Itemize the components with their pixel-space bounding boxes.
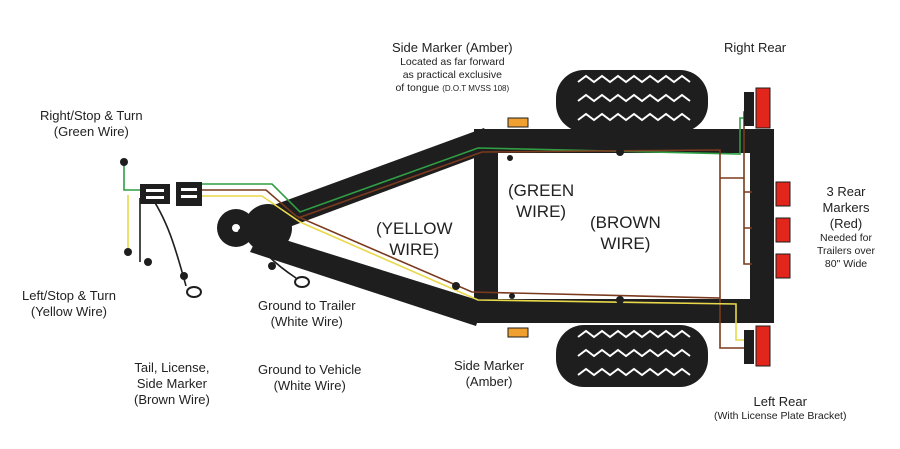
label-green-wire: (GREEN WIRE)	[508, 181, 575, 221]
tire-right	[556, 70, 708, 132]
label-left-stop-turn: Left/Stop & Turn (Yellow Wire)	[22, 288, 116, 319]
label-right-rear: Right Rear	[724, 40, 787, 55]
green-wire	[123, 117, 752, 213]
label-ground-vehicle: Ground to Vehicle (White Wire)	[258, 362, 362, 393]
side-marker-amber-top	[507, 117, 529, 128]
rear-marker-red-3	[775, 253, 791, 279]
brown-wire	[200, 111, 752, 349]
label-tail-license: Tail, License, Side Marker (Brown Wire)	[134, 360, 210, 407]
wiring-harness	[123, 111, 752, 349]
label-right-stop-turn: Right/Stop & Turn (Green Wire)	[40, 108, 143, 139]
wire-terminals	[120, 148, 624, 304]
tire-left	[556, 325, 708, 387]
white-ground-wire	[139, 191, 297, 287]
yellow-wire	[127, 195, 752, 341]
plug-connector	[140, 182, 202, 206]
side-marker-amber-bottom	[507, 327, 529, 338]
ring-terminals	[186, 276, 310, 298]
rear-marker-red-2	[775, 217, 791, 243]
hitch-bolt	[232, 224, 240, 232]
label-rear-markers: 3 Rear Markers (Red) Needed for Trailers…	[817, 184, 875, 270]
label-yellow-wire: (YELLOW WIRE)	[376, 219, 453, 259]
label-ground-trailer: Ground to Trailer (White Wire)	[258, 298, 356, 329]
label-side-marker-top: Side Marker (Amber) Located as far forwa…	[392, 40, 513, 94]
right-rear-light	[744, 87, 771, 129]
label-brown-wire: (BROWN WIRE)	[590, 213, 661, 253]
label-side-marker-bottom: Side Marker (Amber)	[454, 358, 525, 389]
label-left-rear: Left Rear (With License Plate Bracket)	[714, 394, 847, 422]
rear-marker-red-1	[775, 181, 791, 207]
left-rear-light	[744, 325, 771, 367]
